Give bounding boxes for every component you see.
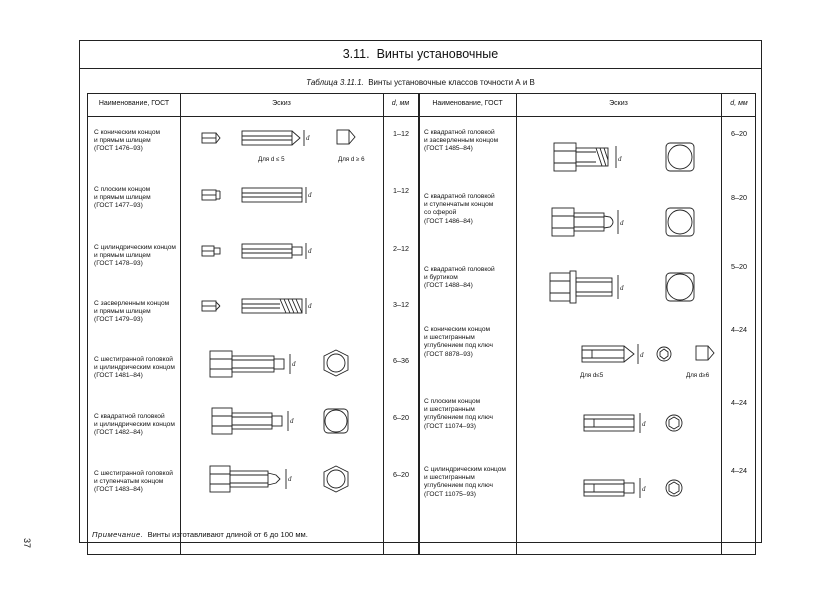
sub-caption: Для d ≤ 5 — [258, 156, 285, 163]
note-label: Примечание. — [92, 530, 144, 539]
row-d: 6–20 — [731, 129, 747, 138]
slotted-flat-screw-side-icon — [241, 187, 307, 203]
row-d: 1–12 — [393, 186, 409, 195]
row-name: С цилиндрическим концом и прямым шлицем … — [94, 244, 176, 268]
hex-head-cylindrical-screw-side-icon — [209, 350, 291, 378]
row-d: 2–12 — [393, 244, 409, 253]
page-frame: 3.11. Винты установочные Таблица 3.11.1.… — [79, 40, 762, 555]
dim-label: d — [620, 219, 624, 227]
header-d: d, мм — [391, 100, 410, 107]
header-sketch-right: Эскиз — [609, 100, 628, 107]
col-divider — [516, 94, 517, 554]
row-name: С квадратной головкой и засверленным кон… — [424, 129, 499, 153]
section-header: 3.11. Винты установочные — [80, 41, 761, 69]
header-name: Наименование, ГОСТ — [98, 100, 170, 107]
col-divider — [721, 94, 722, 554]
slotted-conical-screw-side-icon — [241, 130, 305, 146]
dim-label: d — [306, 134, 310, 142]
square-head-end-view-icon — [665, 142, 695, 172]
table-center-divider — [418, 94, 420, 554]
square-head-cylindrical-screw-side-icon — [211, 407, 289, 435]
col-divider — [180, 94, 181, 554]
dim-label: d — [288, 475, 292, 483]
col-divider — [383, 94, 384, 554]
short-hex-socket-screw-icon — [695, 345, 715, 361]
dim-label: d — [620, 284, 624, 292]
dim-label: d — [618, 155, 622, 163]
row-d: 6–36 — [393, 356, 409, 365]
hex-socket-flat-screw-side-icon — [583, 413, 641, 433]
section-title: 3.11. Винты установочные — [80, 47, 761, 61]
slotted-conical-screw-end-view-icon — [201, 132, 221, 144]
row-d: 1–12 — [393, 129, 409, 138]
dim-label: d — [640, 351, 644, 359]
note-text: Винты изготавливают длиной от 6 до 100 м… — [147, 530, 308, 539]
header-divider — [88, 116, 755, 117]
row-name: С коническим концом и шестигранным углуб… — [424, 326, 493, 358]
header-d-right: d, мм — [730, 100, 748, 107]
header-sketch: Эскиз — [272, 100, 291, 107]
square-head-drilled-screw-side-icon — [553, 142, 617, 172]
row-d: 4–24 — [731, 325, 747, 334]
row-name: С квадратной головкой и буртиком (ГОСТ 1… — [424, 266, 495, 290]
row-d: 6–20 — [393, 413, 409, 422]
hex-socket-end-view-icon — [665, 479, 683, 497]
left-sketches: d d d d d d d — [201, 129, 356, 493]
page-number: 37 — [22, 538, 32, 549]
row-name: С квадратной головкой и ступенчатым конц… — [424, 193, 495, 225]
row-d: 6–20 — [393, 470, 409, 479]
row-d: 4–24 — [731, 398, 747, 407]
hex-socket-end-view-icon — [656, 346, 672, 362]
dim-label: d — [642, 485, 646, 493]
sub-caption: Для d≥6 — [686, 372, 710, 379]
slotted-drilled-screw-side-icon — [241, 298, 307, 314]
slotted-cylindrical-screw-side-icon — [241, 243, 307, 259]
section-number: 3.11. — [342, 47, 370, 61]
dim-label: d — [292, 360, 296, 368]
row-name: С шестигранной головкой и ступенчатым ко… — [94, 470, 173, 494]
hex-socket-cylindrical-screw-side-icon — [583, 478, 641, 498]
row-name: С шестигранной головкой и цилиндрическим… — [94, 356, 175, 380]
row-name: С квадратной головкой и цилиндрическим к… — [94, 413, 175, 437]
short-conical-screw-icon — [336, 129, 356, 145]
square-head-end-view-icon — [665, 207, 695, 237]
row-d: 3–12 — [393, 300, 409, 309]
square-head-end-view-icon — [323, 408, 349, 434]
square-head-end-view-icon — [665, 272, 695, 302]
row-d: 4–24 — [731, 466, 747, 475]
dim-label: d — [308, 191, 312, 199]
dim-label: d — [290, 417, 294, 425]
square-head-collar-screw-side-icon — [549, 270, 619, 304]
table-caption-text: Винты установочные классов точности А и … — [368, 78, 535, 87]
hex-socket-conical-screw-side-icon — [581, 344, 639, 364]
slotted-drilled-screw-end-view-icon — [201, 300, 221, 312]
sub-caption: Для d ≥ 6 — [338, 156, 365, 163]
row-name: С плоским концом и шестигранным углублен… — [424, 398, 493, 430]
row-d: 5–20 — [731, 262, 747, 271]
sub-caption: Для d≤5 — [580, 372, 604, 379]
header-name-right: Наименование, ГОСТ — [432, 100, 503, 107]
row-name: С засверленным концом и прямым шлицем (Г… — [94, 300, 170, 324]
hex-socket-end-view-icon — [665, 414, 683, 432]
table-note: Примечание. Винты изготавливают длиной о… — [92, 530, 308, 539]
hex-head-end-view-icon — [323, 465, 349, 493]
hex-head-stepped-screw-side-icon — [209, 465, 287, 493]
row-name: С цилиндрическим концом и шестигранным у… — [424, 466, 506, 498]
square-head-sphere-end-screw-side-icon — [551, 207, 619, 237]
row-name: С коническим концом и прямым шлицем (ГОС… — [94, 129, 161, 153]
section-title-text: Винты установочные — [376, 47, 499, 61]
slotted-flat-screw-end-view-icon — [201, 189, 221, 201]
hex-head-end-view-icon — [323, 349, 349, 377]
slotted-cylindrical-screw-end-view-icon — [201, 245, 221, 257]
row-name: С плоским концом и прямым шлицем (ГОСТ 1… — [94, 186, 151, 210]
dim-label: d — [308, 247, 312, 255]
table-caption-label: Таблица 3.11.1. — [306, 78, 364, 87]
dim-label: d — [642, 420, 646, 428]
dim-label: d — [308, 302, 312, 310]
screws-table: Наименование, ГОСТ Эскиз d, мм Наименова… — [87, 93, 756, 555]
row-d: 8–20 — [731, 193, 747, 202]
right-sketches: d d d d d d — [549, 142, 715, 498]
table-caption: Таблица 3.11.1. Винты установочные класс… — [80, 78, 761, 87]
